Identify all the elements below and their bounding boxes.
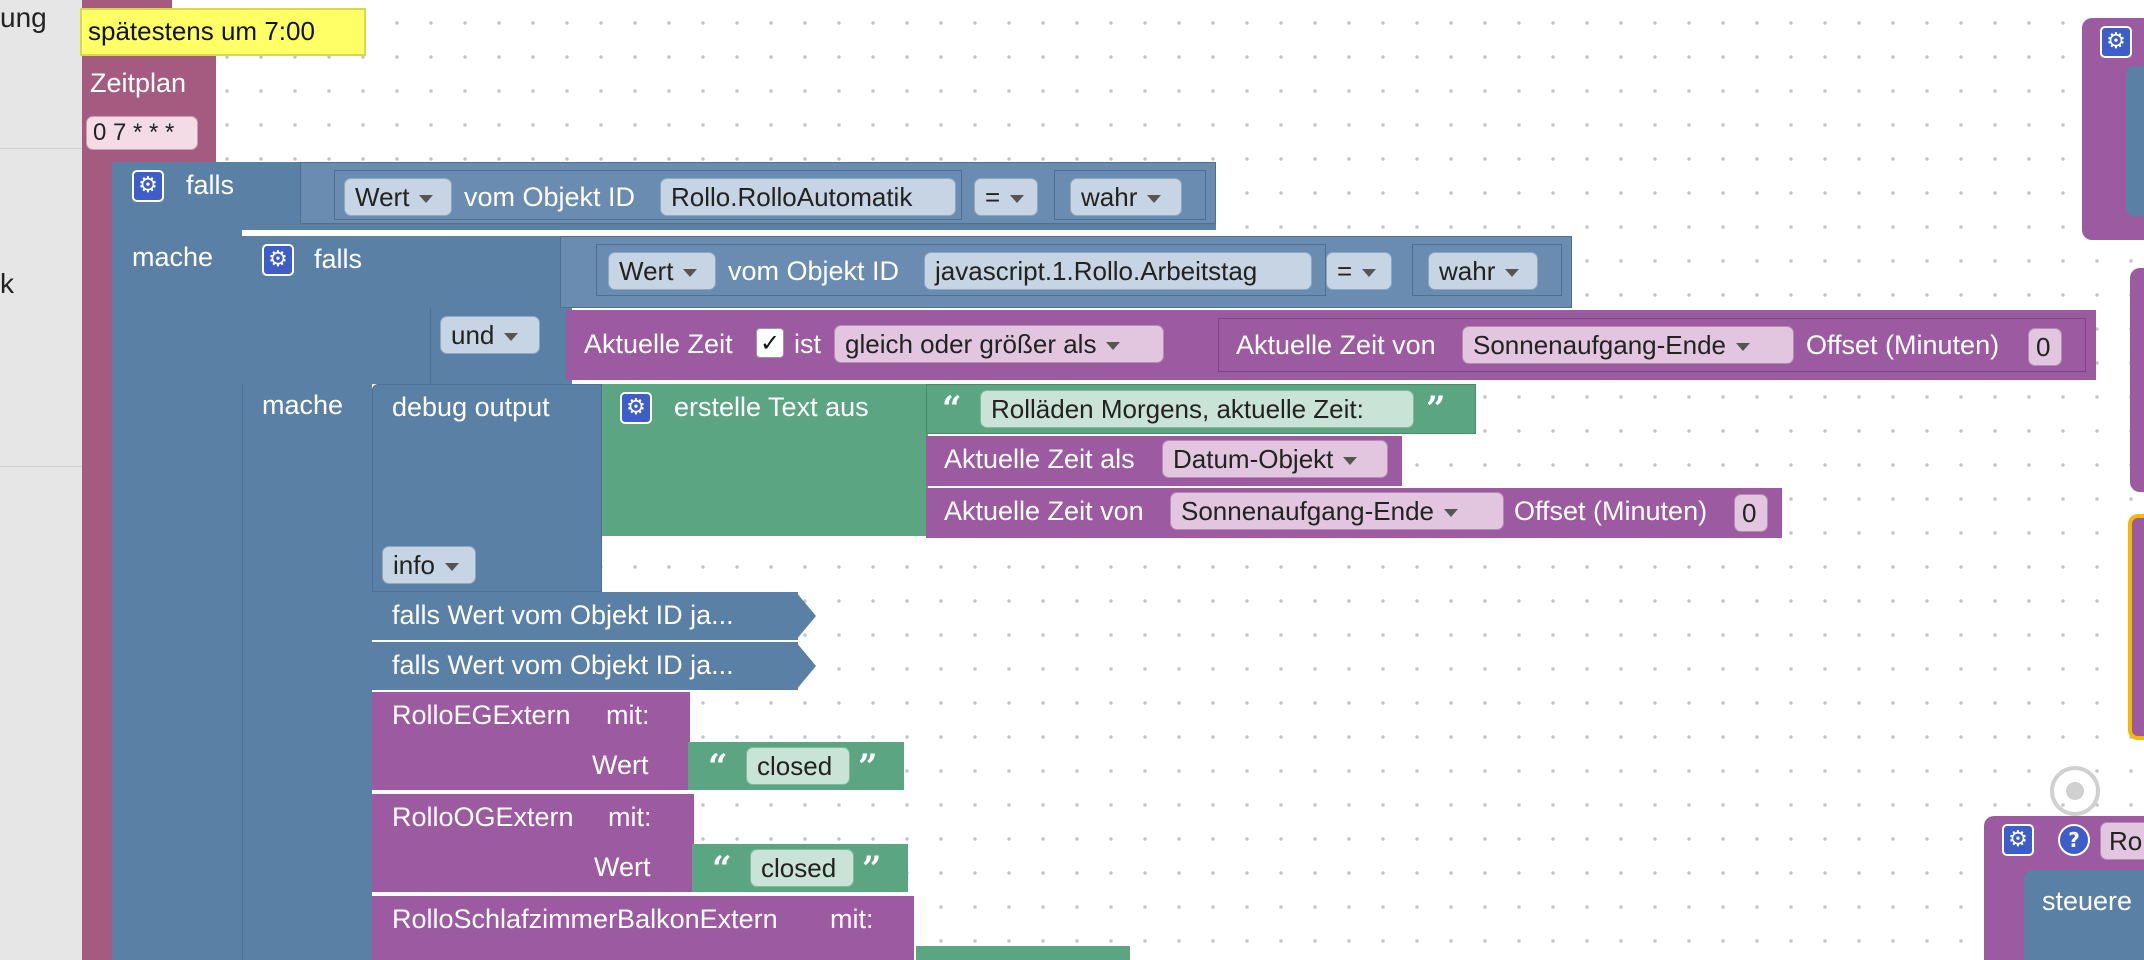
gear-icon[interactable]: ⚙ [132,170,164,202]
if1-operator-dropdown[interactable]: = [974,178,1038,216]
sidebar-panel: ung k [0,0,82,960]
create-text-label: erstelle Text aus [674,392,869,422]
if2-bool-dropdown[interactable]: wahr [1428,252,1538,290]
gear-icon[interactable]: ⚙ [2002,824,2034,856]
collapsed-if-block-1[interactable] [372,592,798,640]
open-quote-icon: “ [712,849,732,889]
text-string-field[interactable]: Rolläden Morgens, aktuelle Zeit: [980,390,1414,428]
debug-output-label: debug output [392,392,550,422]
call-block-3[interactable] [372,896,914,960]
if1-bool-dropdown[interactable]: wahr [1070,178,1182,216]
if1-falls-label: falls [186,170,235,200]
if1-object-field[interactable]: Rollo.RolloAutomatik [660,178,956,216]
time-as-label: Aktuelle Zeit als [944,444,1135,474]
call-mit-1: mit: [606,700,650,730]
gear-icon[interactable]: ⚙ [262,244,294,276]
close-quote-icon: ” [858,747,878,787]
offset-field[interactable]: 0 [2028,328,2062,366]
collapsed-if-block-2[interactable] [372,642,798,690]
if1-wert-dropdown[interactable]: Wert [344,178,452,216]
center-target-icon[interactable] [2050,766,2100,816]
gear-icon[interactable]: ⚙ [2100,26,2132,58]
sidebar-text-1[interactable]: ung [0,2,47,33]
time-of-label-2: Aktuelle Zeit von [944,496,1144,526]
event-dropdown[interactable]: Sonnenaufgang-Ende [1462,326,1794,364]
right-block-steuere[interactable] [2024,870,2144,960]
if1-vom-label: vom Objekt ID [464,182,636,212]
call-name-1: RolloEGExtern [392,700,571,730]
if-block-1[interactable] [112,162,242,960]
call-value-field-2[interactable]: closed [750,849,854,887]
ist-label: ist [794,329,821,359]
collapsed-arrow-icon [796,642,816,690]
help-icon[interactable]: ? [2058,824,2090,856]
right-block-selected[interactable] [2128,514,2144,740]
offset-label-2: Offset (Minuten) [1514,496,1708,526]
aktuelle-zeit-label: Aktuelle Zeit [584,329,733,359]
open-quote-icon: “ [708,747,728,787]
compare-dropdown[interactable]: gleich oder größer als [834,325,1164,363]
steuere-label: steuere [2042,886,2133,916]
call-mit-2: mit: [608,802,652,832]
collapsed-label-1: falls Wert vom Objekt ID ja... [392,600,734,630]
create-text-block[interactable] [602,384,928,536]
collapsed-label-2: falls Wert vom Objekt ID ja... [392,650,734,680]
right-block-middle[interactable] [2130,268,2144,492]
if2-mache-label: mache [262,390,344,420]
format-dropdown[interactable]: Datum-Objekt [1162,440,1388,478]
event-dropdown-2[interactable]: Sonnenaufgang-Ende [1170,492,1504,530]
open-quote-icon: “ [942,389,962,429]
schedule-label: Zeitplan [90,68,187,98]
call-name-2: RolloOGExtern [392,802,574,832]
gear-icon[interactable]: ⚙ [620,392,652,424]
comment-bubble[interactable] [80,8,366,56]
call-mit-3: mit: [830,904,874,934]
offset-field-2[interactable]: 0 [1734,494,1768,532]
call-param-2: Wert [594,852,651,882]
close-quote-icon: ” [862,849,882,889]
offset-label: Offset (Minuten) [1806,330,2000,360]
cron-field[interactable]: 0 7 * * * [86,116,198,150]
call-param-1: Wert [592,750,649,780]
if2-vom-label: vom Objekt ID [728,256,900,286]
right-block-inner[interactable] [2126,66,2144,216]
aktuelle-zeit-von-label: Aktuelle Zeit von [1236,330,1436,360]
comment-text: spätestens um 7:00 [88,16,315,46]
call-value-field-1[interactable]: closed [746,747,850,785]
call-name-3: RolloSchlafzimmerBalkonExtern [392,904,778,934]
collapsed-arrow-icon [796,592,816,640]
checkbox[interactable]: ✓ [756,328,784,358]
comment-tab [82,0,172,8]
right-block-title-field[interactable]: Ro [2100,822,2144,860]
if2-object-field[interactable]: javascript.1.Rollo.Arbeitstag [924,252,1312,290]
close-quote-icon: ” [1426,389,1446,429]
sidebar-text-2[interactable]: k [0,268,14,299]
call-value-block-3[interactable] [916,946,1130,960]
if2-wert-dropdown[interactable]: Wert [608,252,716,290]
if1-mache-label: mache [132,242,214,272]
call-block-2[interactable] [372,794,694,892]
call-block-1[interactable] [372,692,690,790]
debug-level-dropdown[interactable]: info [382,546,476,584]
und-dropdown[interactable]: und [440,316,540,354]
if2-falls-label: falls [314,244,363,274]
center-target-dot [2066,782,2084,800]
if2-operator-dropdown[interactable]: = [1326,252,1392,290]
